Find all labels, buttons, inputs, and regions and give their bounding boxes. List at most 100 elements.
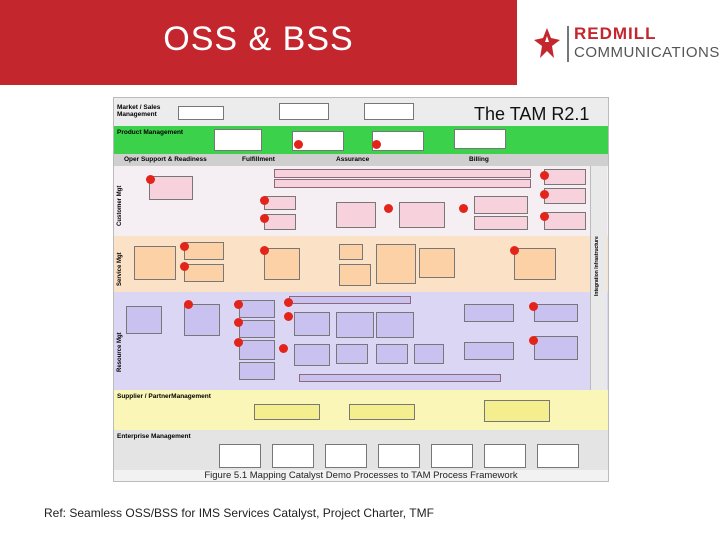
assurance-label: Assurance [336,156,370,163]
mapping-marker [234,318,243,327]
process-box [474,196,528,214]
process-box [184,304,220,336]
resource-band-label: Resource Mgt [117,332,123,372]
process-box [239,300,275,318]
process-box [484,444,526,468]
mapping-marker [510,246,519,255]
process-box [537,444,579,468]
process-box [239,340,275,360]
logo-subname: COMMUNICATIONS [574,44,720,61]
process-box [239,320,275,338]
operations-header: Oper Support & Readiness Fulfillment Ass… [114,154,608,166]
supplier-band: Supplier / PartnerManagement [114,390,608,430]
process-box [376,244,416,284]
ops-support-label: Oper Support & Readiness [124,156,207,163]
process-box [544,188,586,204]
process-box [376,344,408,364]
mapping-marker [184,300,193,309]
process-box [134,246,176,280]
process-box [149,176,193,200]
enterprise-band-label: Enterprise Management [117,433,191,440]
market-band: Market / Sales Management [114,98,608,126]
product-band-label: Product Management [117,129,184,136]
process-box [534,336,578,360]
process-box [272,444,314,468]
process-box [178,106,224,120]
process-box [219,444,261,468]
mapping-marker [529,336,538,345]
mapping-marker [234,300,243,309]
service-band: Service Mgt [114,236,608,292]
process-bar [274,169,531,178]
process-box [336,202,376,228]
tam-heading: The TAM R2.1 [474,104,590,124]
process-box [336,344,368,364]
mapping-marker [284,298,293,307]
process-box [294,312,330,336]
mapping-marker [540,171,549,180]
process-box [292,131,344,151]
process-bar [274,179,531,188]
process-box [336,312,374,338]
redmill-logo-icon [534,28,560,58]
process-bar [299,374,501,382]
process-box [399,202,445,228]
process-box [184,264,224,282]
mapping-marker [180,262,189,271]
integration-label: Integration Infrastructure [594,236,600,296]
tam-diagram: Market / Sales Management The TAM R2.1 P… [113,97,609,482]
logo-name: REDMILL [574,24,657,43]
process-box [544,212,586,230]
figure-caption: Figure 5.1 Mapping Catalyst Demo Process… [204,470,518,481]
process-box [376,312,414,338]
process-box [544,169,586,185]
process-box [349,404,415,420]
fulfillment-label: Fulfillment [242,156,275,163]
process-box [294,344,330,366]
billing-label: Billing [469,156,489,163]
process-box [214,129,262,151]
process-bar [289,296,411,304]
mapping-marker [540,212,549,221]
process-box [264,248,300,280]
integration-bar: Integration Infrastructure [590,166,607,390]
process-box [464,304,514,322]
process-box [364,103,414,120]
process-box [431,444,473,468]
process-box [279,103,329,120]
slide-title: OSS & BSS [163,20,354,58]
supplier-band-label: Supplier / PartnerManagement [117,393,211,400]
logo-divider [567,26,569,62]
process-box [126,306,162,334]
mapping-marker [384,204,393,213]
process-box [339,244,363,260]
mapping-marker [260,214,269,223]
market-band-label: Market / Sales Management [117,104,161,118]
process-box [239,362,275,380]
process-box [464,342,514,360]
mapping-marker [260,246,269,255]
mapping-marker [180,242,189,251]
mapping-marker [260,196,269,205]
mapping-marker [540,190,549,199]
mapping-marker [234,338,243,347]
process-box [254,404,320,420]
process-box [484,400,550,422]
resource-band: Resource Mgt [114,292,608,390]
process-box [184,242,224,260]
process-box [534,304,578,322]
process-box [414,344,444,364]
process-box [474,216,528,230]
mapping-marker [146,175,155,184]
mapping-marker [529,302,538,311]
mapping-marker [459,204,468,213]
customer-band-label: Customer Mgt [117,185,123,226]
process-box [325,444,367,468]
process-box [454,129,506,149]
enterprise-band: Enterprise Management [114,430,608,470]
process-box [339,264,371,286]
reference-note: Ref: Seamless OSS/BSS for IMS Services C… [44,506,434,520]
mapping-marker [294,140,303,149]
process-box [419,248,455,278]
title-bar [0,0,517,85]
